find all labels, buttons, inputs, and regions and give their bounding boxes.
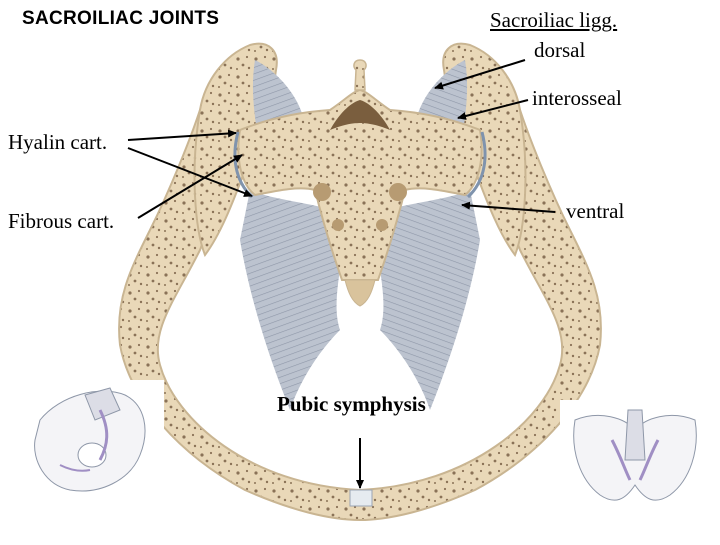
arrow-fibrous <box>137 154 243 219</box>
sacral-foramen <box>332 219 344 231</box>
label-dorsal: dorsal <box>534 38 586 62</box>
ventral-ligament-left <box>240 190 345 410</box>
arrow-hyalin-1 <box>127 129 237 141</box>
label-interosseal: interosseal <box>532 86 622 110</box>
coccyx <box>344 279 376 307</box>
sacral-foramen <box>313 183 331 201</box>
label-sacroiliac-ligg: Sacroiliac ligg. <box>490 8 618 32</box>
arrow-hyalin-2 <box>127 147 253 197</box>
label-pubic-symphysis: Pubic symphysis <box>277 392 426 416</box>
sacral-canal <box>330 100 390 130</box>
page-title: SACROILIAC JOINTS <box>22 8 220 29</box>
label-ventral: ventral <box>566 199 625 223</box>
pubic-symphysis-disc <box>349 489 373 507</box>
arrow-dorsal <box>434 59 526 90</box>
thumbnail-left <box>24 380 164 510</box>
spinous-process <box>353 59 367 91</box>
sacral-foramen <box>376 219 388 231</box>
sacrum <box>237 88 483 281</box>
arrow-ventral <box>461 201 556 213</box>
arrow-interosseal <box>457 99 529 120</box>
thumbnail-right <box>560 400 710 520</box>
sacral-foramen <box>389 183 407 201</box>
joint-cartilage-right <box>466 131 487 199</box>
ventral-ligament-right <box>375 190 480 410</box>
label-fibrous-cart: Fibrous cart. <box>8 209 115 233</box>
label-hyalin-cart: Hyalin cart. <box>8 130 108 154</box>
